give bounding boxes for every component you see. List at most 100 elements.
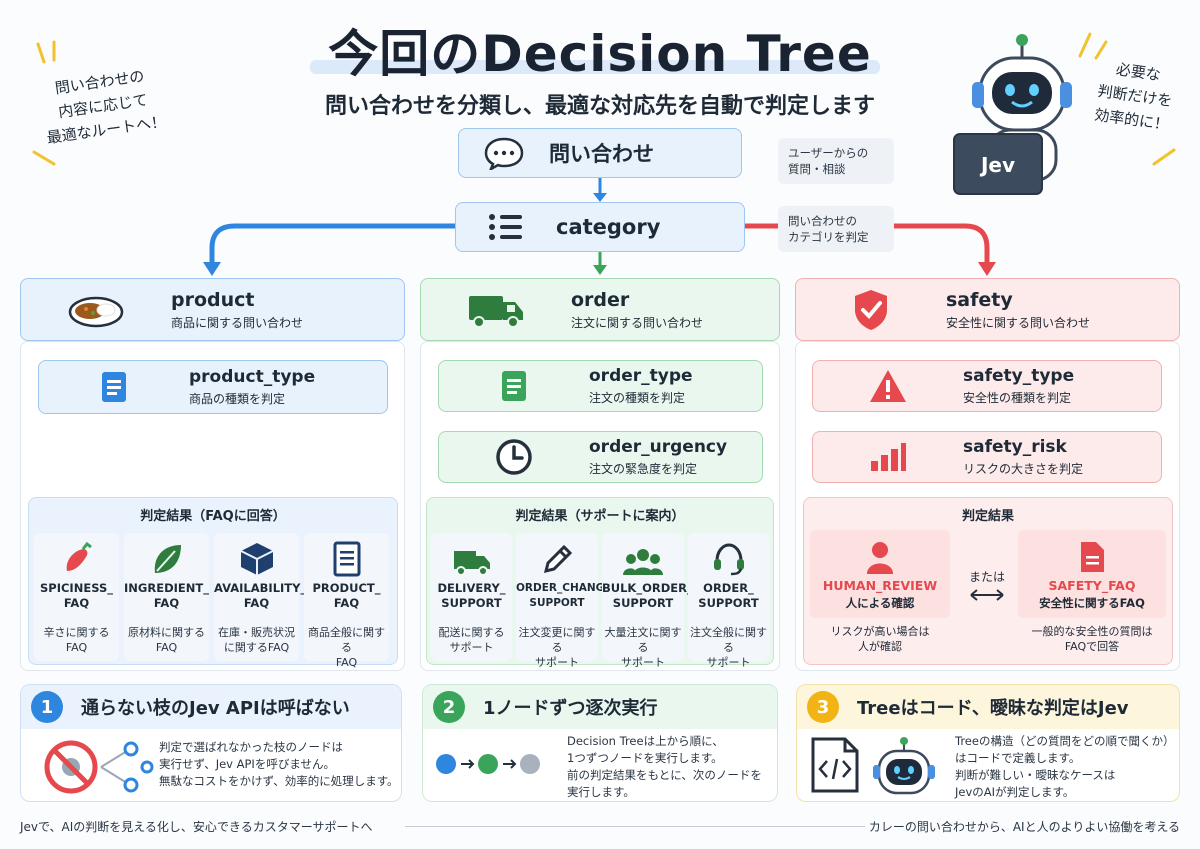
card-desc-line: FAQ [155, 641, 178, 654]
safety-faq-desc: 一般的な安全性の質問は FAQで回答 [1018, 624, 1166, 654]
order-type-label: order_type [589, 366, 693, 386]
point-1-box: 1 通らない枝のJev APIは呼ばない 判定で選ばれなかった枝のノードは 実行… [20, 684, 402, 802]
safety-risk-label: safety_risk [963, 437, 1067, 457]
card-name-line: SUPPORT [698, 596, 759, 610]
point-3-line: 判断が難しい・曖昧なケースは [955, 768, 1116, 782]
support-card-order: ORDER_SUPPORT 注文全般に関するサポート [688, 533, 769, 669]
product-result-title: 判定結果（FAQに回答） [140, 509, 286, 524]
root-node: 問い合わせ [458, 128, 742, 178]
safety-faq-desc-line: FAQで回答 [1064, 640, 1120, 653]
point-1-title: 通らない枝のJev APIは呼ばない [81, 698, 350, 719]
list-icon [456, 212, 556, 242]
clock-icon [439, 437, 589, 477]
card-name: PRODUCT_FAQ [304, 581, 389, 611]
card-name-line: SUPPORT [612, 596, 674, 610]
order-type-node: order_type 注文の種類を判定 [438, 360, 763, 412]
card-desc: 注文全般に関するサポート [688, 625, 769, 670]
product-type-desc: 商品の種類を判定 [189, 392, 286, 406]
card-name: AVAILABILITY_FAQ [214, 581, 306, 611]
card-desc: 在庫・販売状況に関するFAQ [214, 625, 299, 655]
category-label: category [556, 215, 661, 239]
product-node: product 商品に関する問い合わせ [20, 278, 405, 341]
product-text: product 商品に関する問い合わせ [171, 289, 303, 331]
box-icon [214, 533, 299, 577]
card-desc: 大量注文に関するサポート [602, 625, 684, 670]
point-1-line: 判定で選ばれなかった枝のノードは [159, 740, 343, 754]
leaf-icon [124, 533, 209, 577]
point-3-text: Treeの構造（どの質問をどの順で聞くか） はコードで定義します。 判断が難しい… [955, 733, 1174, 801]
order-card-row: DELIVERY_SUPPORT 配送に関するサポート ORDER_CHANGE… [427, 524, 773, 669]
product-type-node: product_type 商品の種類を判定 [38, 360, 388, 414]
point-2-line: Decision Treeは上から順に、 [567, 734, 724, 748]
card-name-line: FAQ [333, 596, 360, 610]
card-desc-line: サポート [535, 656, 579, 669]
safety-type-desc: 安全性の種類を判定 [963, 391, 1072, 405]
card-name-line: BULK_ORDER_ [602, 581, 693, 595]
human-review-desc-line: リスクが高い場合は [830, 625, 930, 638]
human-review-name: HUMAN_REVIEW [822, 578, 938, 593]
robot-icon [873, 737, 935, 795]
safety-label: safety [946, 288, 1013, 311]
point-3-line: JevのAIが判定します。 [955, 785, 1075, 799]
order-text: order 注文に関する問い合わせ [571, 289, 703, 331]
root-note-line: 質問・相談 [788, 162, 846, 176]
document-icon [304, 533, 389, 577]
card-name-line: ORDER_ [703, 581, 754, 595]
order-node: order 注文に関する問い合わせ [420, 278, 780, 341]
card-desc: 配送に関するサポート [431, 625, 512, 655]
pencil-icon [516, 533, 598, 577]
safety-faq-desc-line: 一般的な安全性の質問は [1031, 625, 1153, 638]
order-desc: 注文に関する問い合わせ [571, 315, 704, 330]
safety-result-box: 判定結果 HUMAN_REVIEW 人による確認 リスクが高い場合は 人が確認 … [803, 497, 1173, 665]
code-file-icon [811, 737, 859, 793]
footer-left: Jevで、AIの判断を見える化し、安心できるカスタマーサポートへ [20, 820, 373, 834]
faq-card-availability: AVAILABILITY_FAQ 在庫・販売状況に関するFAQ [214, 533, 306, 661]
warning-icon [813, 368, 963, 404]
safety-risk-node: safety_risk リスクの大きさを判定 [812, 431, 1162, 483]
safety-desc: 安全性に関する問い合わせ [946, 315, 1091, 330]
point-1-text: 判定で選ばれなかった枝のノードは 実行せず、Jev APIを呼びません。 無駄な… [159, 739, 399, 790]
point-3-line: Treeの構造（どの質問をどの順で聞くか） [955, 734, 1175, 748]
card-desc-line: サポート [449, 641, 494, 654]
support-card-bulk-order: BULK_ORDER_SUPPORT 大量注文に関するサポート [602, 533, 693, 669]
safety-faq-name: SAFETY_FAQ [1048, 578, 1136, 593]
point-2-line: 前の判定結果をもとに、次のノードを [567, 768, 762, 782]
page-subtitle: 問い合わせを分類し、最適な対応先を自動で判定します [324, 94, 875, 119]
root-note: ユーザーからの 質問・相談 [778, 138, 894, 184]
point-2-header: 2 1ノードずつ逐次実行 [423, 685, 777, 729]
card-desc-line: 在庫・販売状況 [218, 626, 295, 639]
document-icon [1018, 530, 1166, 574]
category-note-line: 問い合わせの [788, 214, 857, 228]
shield-icon [796, 288, 946, 332]
card-name: SPICINESS_FAQ [34, 581, 119, 611]
order-urgency-text: order_urgency 注文の緊急度を判定 [589, 437, 727, 477]
card-name: INGREDIENT_FAQ [124, 581, 209, 611]
truck-icon [431, 533, 512, 577]
or-label: または [968, 570, 1005, 584]
category-note-line: カテゴリを判定 [788, 230, 869, 244]
footer-right: カレーの問い合わせから、AIと人のよりよい協働を考える [868, 820, 1180, 834]
safety-text: safety 安全性に関する問い合わせ [946, 289, 1090, 331]
card-name-line: SPICINESS_ [40, 581, 113, 595]
card-desc-line: FAQ [65, 641, 88, 654]
category-note: 問い合わせの カテゴリを判定 [778, 206, 894, 252]
card-desc-line: 注文変更に関する [518, 626, 596, 654]
card-desc-line: サポート [621, 656, 665, 669]
card-name-line: DELIVERY_ [437, 581, 506, 595]
card-desc-line: 商品全般に関する [308, 626, 385, 654]
card-name-line: SUPPORT [441, 596, 502, 610]
page-title: 今回のDecision Tree [328, 25, 872, 83]
safety-risk-text: safety_risk リスクの大きさを判定 [963, 437, 1083, 477]
safety-result-title: 判定結果 [961, 509, 1014, 524]
point-2-text: Decision Treeは上から順に、 1つずつノードを実行します。 前の判定… [567, 733, 762, 801]
card-name: ORDER_SUPPORT [688, 581, 769, 611]
card-name-line: PRODUCT_ [312, 581, 381, 595]
human-review-desc-line: 人が確認 [858, 640, 902, 653]
chili-icon [34, 533, 119, 577]
card-name-line: FAQ [243, 596, 270, 610]
support-card-order-change: ORDER_CHANGE_SUPPORT 注文変更に関するサポート [516, 533, 617, 669]
card-desc-line: 辛さに関する [43, 626, 110, 639]
